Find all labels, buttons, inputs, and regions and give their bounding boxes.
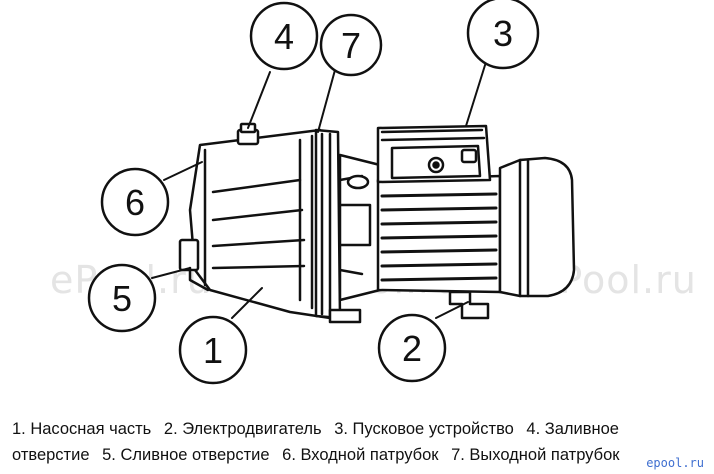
electric-motor [376,156,576,320]
callout-4 [249,1,319,71]
caption-item: 3. Пусковое устройство [334,420,514,438]
callout-5 [87,263,157,333]
callout-2 [377,313,447,383]
site-logo: epool.ru [646,456,704,470]
caption-line-2: отверстие 5. Сливное отверстие 6. Входно… [12,445,712,465]
caption-line-1: 1. Насосная часть 2. Электродвигатель 3.… [12,419,712,439]
motor-bracket [328,153,382,324]
callout-2-number: 2 [402,328,422,369]
callout-1 [178,315,248,385]
callout-4-number: 4 [274,16,294,57]
starter-box [376,124,492,184]
callout-circles [87,0,540,385]
caption-item: отверстие [12,446,90,464]
caption-item: 7. Выходной патрубок [451,446,620,464]
callout-1-number: 1 [203,330,223,371]
callout-7 [319,13,383,77]
callout-3 [466,0,540,70]
callout-3-number: 3 [493,13,513,54]
pump-housing [178,128,332,320]
callout-5-number: 5 [112,278,132,319]
leader-lines [151,61,487,319]
outlet-flange [314,128,342,320]
callout-6-number: 6 [125,182,145,223]
caption-item: 6. Входной патрубок [282,446,439,464]
caption-item: 4. Заливное [526,420,619,438]
callout-6 [100,167,170,237]
caption-item: 1. Насосная часть [12,420,152,438]
caption-item: 2. Электродвигатель [163,420,322,438]
fill-hole [236,122,260,146]
caption-item: 5. Сливное отверстие [102,446,270,464]
callout-7-number: 7 [341,25,361,66]
